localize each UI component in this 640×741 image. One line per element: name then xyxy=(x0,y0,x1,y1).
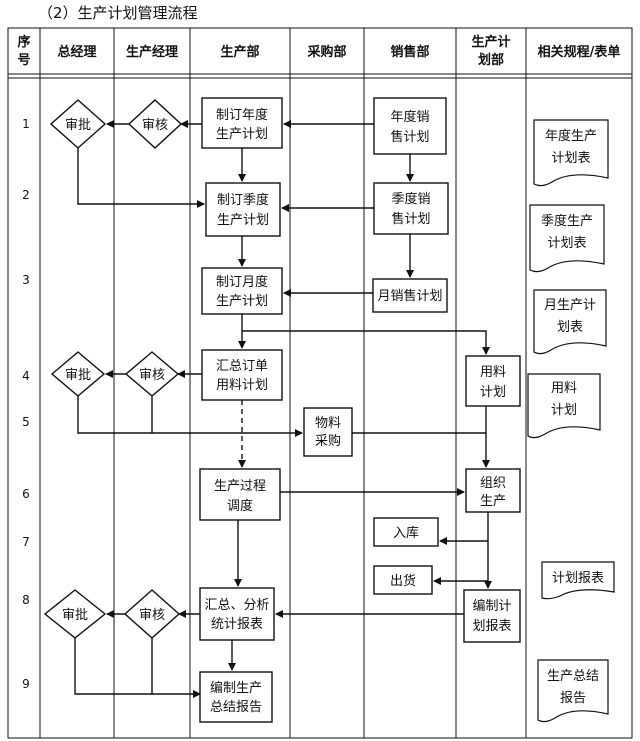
label-approve-4: 审批 xyxy=(65,368,91,383)
form-label-f2: 季度生产计划表 xyxy=(541,213,593,251)
label-warehouse: 入库 xyxy=(393,525,419,541)
connectors xyxy=(74,120,492,698)
label-summary-report: 汇总、分析统计报表 xyxy=(204,598,269,632)
form-label-f1: 年度生产计划表 xyxy=(545,128,597,166)
arrow-approvals-to-procurement xyxy=(77,396,303,437)
arrow-approve-to-quarter xyxy=(77,147,205,208)
form-documents xyxy=(527,119,615,723)
label-annual-sales: 年度销售计划 xyxy=(390,109,429,145)
header-purchasing: 采购部 xyxy=(306,44,346,60)
label-review-4: 审核 xyxy=(139,368,165,383)
label-schedule: 生产过程调度 xyxy=(214,479,266,514)
arrow-approve8-to-final xyxy=(74,638,201,698)
row-numbers: 1 2 3 4 5 6 7 8 9 xyxy=(22,117,30,691)
diamond-review-1 xyxy=(127,99,183,149)
diamond-approve-4 xyxy=(50,351,106,397)
form-label-f3: 月生产计划表 xyxy=(544,298,596,335)
row-number: 2 xyxy=(22,188,30,202)
header-gm: 总经理 xyxy=(57,44,96,60)
row-number: 3 xyxy=(22,273,30,287)
row-number: 5 xyxy=(22,415,30,429)
label-review-8: 审核 xyxy=(139,608,165,623)
header-prod-manager: 生产经理 xyxy=(126,44,178,60)
label-shipping: 出货 xyxy=(390,573,416,589)
doc-f2 xyxy=(529,204,605,273)
doc-f3 xyxy=(533,289,607,355)
row-number: 8 xyxy=(22,593,30,607)
header-index: 序号 xyxy=(17,34,30,68)
label-quarter-plan: 制订季度生产计划 xyxy=(217,192,269,228)
label-procurement: 物料采购 xyxy=(315,416,341,449)
diamond-review-8 xyxy=(123,589,181,639)
label-approve-1: 审批 xyxy=(65,118,91,133)
decision-diamonds xyxy=(43,99,183,639)
row-number: 7 xyxy=(22,535,30,549)
label-month-plan: 制订月度生产计划 xyxy=(216,274,268,309)
column-headers: 序号 总经理 生产经理 生产部 采购部 销售部 生产计划部 相关规程/表单 xyxy=(17,34,620,68)
diagram-title: （2）生产计划管理流程 xyxy=(38,4,198,22)
diamond-approve-8 xyxy=(43,589,107,639)
row-number: 4 xyxy=(22,369,30,383)
diamond-approve-1 xyxy=(49,99,107,149)
row-number: 1 xyxy=(22,117,30,131)
header-planning: 生产计划部 xyxy=(471,34,510,68)
label-summary-order: 汇总订单用料计划 xyxy=(216,359,268,393)
form-label-f8: 计划报表 xyxy=(552,571,604,586)
diamond-review-4 xyxy=(124,351,180,397)
label-month-sales: 月销售计划 xyxy=(377,288,442,304)
label-approve-8: 审批 xyxy=(62,608,88,623)
label-annual-plan: 制订年度生产计划 xyxy=(216,107,268,142)
header-forms: 相关规程/表单 xyxy=(538,44,621,60)
doc-f9 xyxy=(537,659,609,723)
label-final-report: 编制生产总结报告 xyxy=(210,681,262,715)
label-quarter-sales: 季度销售计划 xyxy=(391,191,430,227)
row-number: 6 xyxy=(22,487,30,501)
process-boxes xyxy=(199,97,521,723)
header-sales: 销售部 xyxy=(390,44,429,60)
doc-f4 xyxy=(527,373,601,439)
label-organize: 组织生产 xyxy=(480,476,506,509)
label-plan-report: 编制计划报表 xyxy=(472,599,511,634)
swimlane-grid xyxy=(7,27,633,739)
form-label-f9: 生产总结报告 xyxy=(547,669,599,706)
arrow-month-to-material-plan xyxy=(242,330,490,355)
label-material-plan: 用料计划 xyxy=(480,365,506,400)
header-production: 生产部 xyxy=(220,44,259,60)
label-review-1: 审核 xyxy=(142,118,168,133)
doc-f1 xyxy=(533,119,609,187)
node-labels: 审批 审核 制订年度生产计划 年度销售计划 制订季度生产计划 季度销售计划 制订… xyxy=(62,107,512,715)
row-number: 9 xyxy=(22,677,30,691)
form-label-f4: 用料计划 xyxy=(551,381,577,418)
doc-f8 xyxy=(541,561,615,600)
form-labels: 年度生产计划表 季度生产计划表 月生产计划表 用料计划 计划报表 生产总结报告 xyxy=(541,128,604,706)
